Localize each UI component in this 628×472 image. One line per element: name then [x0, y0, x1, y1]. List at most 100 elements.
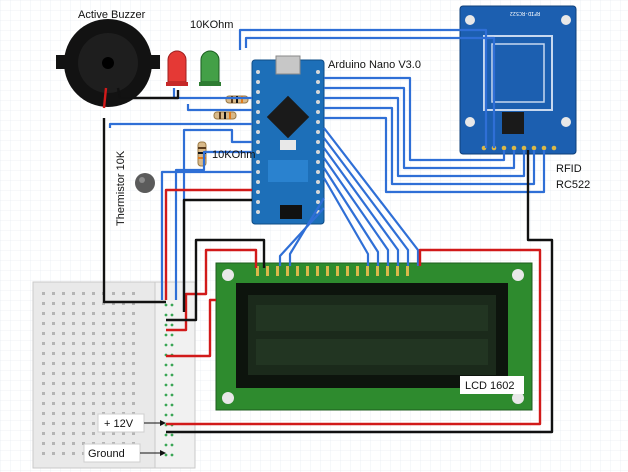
breadboard-hole	[42, 382, 45, 385]
breadboard-hole	[42, 452, 45, 455]
breadboard-hole	[122, 382, 125, 385]
arrow-12v	[144, 420, 166, 426]
breadboard-hole	[82, 382, 85, 385]
label-rfid-line1: RFID	[556, 163, 582, 175]
breadboard-hole	[132, 402, 135, 405]
breadboard-hole	[122, 352, 125, 355]
breadboard-hole	[92, 432, 95, 435]
breadboard-hole	[122, 292, 125, 295]
breadboard-hole	[42, 392, 45, 395]
label-rfid-line2: RC522	[556, 179, 590, 191]
breadboard-hole	[102, 352, 105, 355]
breadboard-hole	[92, 342, 95, 345]
breadboard-hole	[82, 342, 85, 345]
breadboard-hole	[52, 342, 55, 345]
wires-blue	[108, 28, 546, 310]
breadboard-hole	[42, 402, 45, 405]
breadboard-hole	[132, 362, 135, 365]
breadboard-hole	[62, 432, 65, 435]
breadboard-hole	[122, 392, 125, 395]
breadboard-hole	[52, 412, 55, 415]
wires-red	[102, 87, 542, 426]
breadboard-hole	[102, 372, 105, 375]
breadboard-hole	[52, 452, 55, 455]
breadboard-hole	[82, 412, 85, 415]
breadboard-hole	[102, 322, 105, 325]
breadboard-hole	[52, 392, 55, 395]
breadboard-hole	[82, 432, 85, 435]
breadboard-hole	[82, 392, 85, 395]
breadboard-hole	[122, 302, 125, 305]
breadboard-hole	[62, 372, 65, 375]
breadboard-hole	[102, 382, 105, 385]
breadboard-hole	[72, 402, 75, 405]
rfid-antenna-coil	[483, 35, 553, 111]
breadboard-hole	[52, 312, 55, 315]
breadboard-hole	[52, 322, 55, 325]
breadboard-hole	[72, 452, 75, 455]
breadboard-hole	[62, 312, 65, 315]
icsp-header	[280, 205, 302, 219]
breadboard-hole	[62, 452, 65, 455]
nano-mcu-chip	[266, 95, 310, 139]
breadboard-hole	[82, 322, 85, 325]
breadboard-hole	[62, 412, 65, 415]
breadboard-hole	[102, 332, 105, 335]
breadboard-hole	[82, 332, 85, 335]
breadboard-hole	[112, 332, 115, 335]
breadboard-hole	[122, 432, 125, 435]
breadboard-hole	[82, 402, 85, 405]
label-resistor-mid: 10KOhm	[212, 149, 255, 161]
arrow-ground	[140, 450, 166, 456]
breadboard-hole	[82, 292, 85, 295]
breadboard-hole	[112, 322, 115, 325]
v12-label-box: + 12V	[97, 413, 145, 433]
breadboard-hole	[72, 302, 75, 305]
breadboard-hole	[82, 302, 85, 305]
label-lcd: LCD 1602	[465, 380, 515, 392]
usb-connector	[275, 55, 301, 75]
breadboard-hole	[132, 382, 135, 385]
breadboard-hole	[112, 362, 115, 365]
breadboard-hole	[72, 362, 75, 365]
breadboard-hole	[92, 392, 95, 395]
breadboard-hole	[92, 352, 95, 355]
breadboard-hole	[72, 292, 75, 295]
breadboard-hole	[52, 432, 55, 435]
breadboard-hole	[82, 352, 85, 355]
breadboard-hole	[72, 392, 75, 395]
breadboard-hole	[132, 392, 135, 395]
breadboard-hole	[42, 422, 45, 425]
breadboard-hole	[42, 412, 45, 415]
rfid-chip	[502, 112, 524, 134]
breadboard-hole	[62, 442, 65, 445]
breadboard-hole	[52, 382, 55, 385]
rfid-rc522-board	[459, 5, 577, 155]
breadboard-hole	[62, 322, 65, 325]
breadboard-hole	[72, 322, 75, 325]
label-active-buzzer: Active Buzzer	[78, 9, 146, 21]
breadboard-hole	[62, 352, 65, 355]
lcd-header-pins	[256, 266, 409, 276]
breadboard-hole	[122, 342, 125, 345]
breadboard-hole	[62, 302, 65, 305]
breadboard-hole	[72, 372, 75, 375]
led-red	[166, 50, 188, 86]
label-arduino-nano: Arduino Nano V3.0	[328, 59, 421, 71]
breadboard-hole	[42, 302, 45, 305]
breadboard-hole	[52, 442, 55, 445]
breadboard-hole	[72, 412, 75, 415]
breadboard-hole	[132, 432, 135, 435]
breadboard-hole	[92, 372, 95, 375]
breadboard-hole	[92, 362, 95, 365]
breadboard-hole	[132, 372, 135, 375]
breadboard-hole	[62, 342, 65, 345]
breadboard-hole	[72, 342, 75, 345]
breadboard-hole	[92, 382, 95, 385]
label-thermistor: Thermistor 10K	[115, 150, 127, 226]
breadboard-hole	[102, 432, 105, 435]
active-buzzer	[56, 19, 160, 107]
rfid-board-silkscreen: RFID-RC522	[510, 10, 540, 16]
breadboard-hole	[122, 402, 125, 405]
